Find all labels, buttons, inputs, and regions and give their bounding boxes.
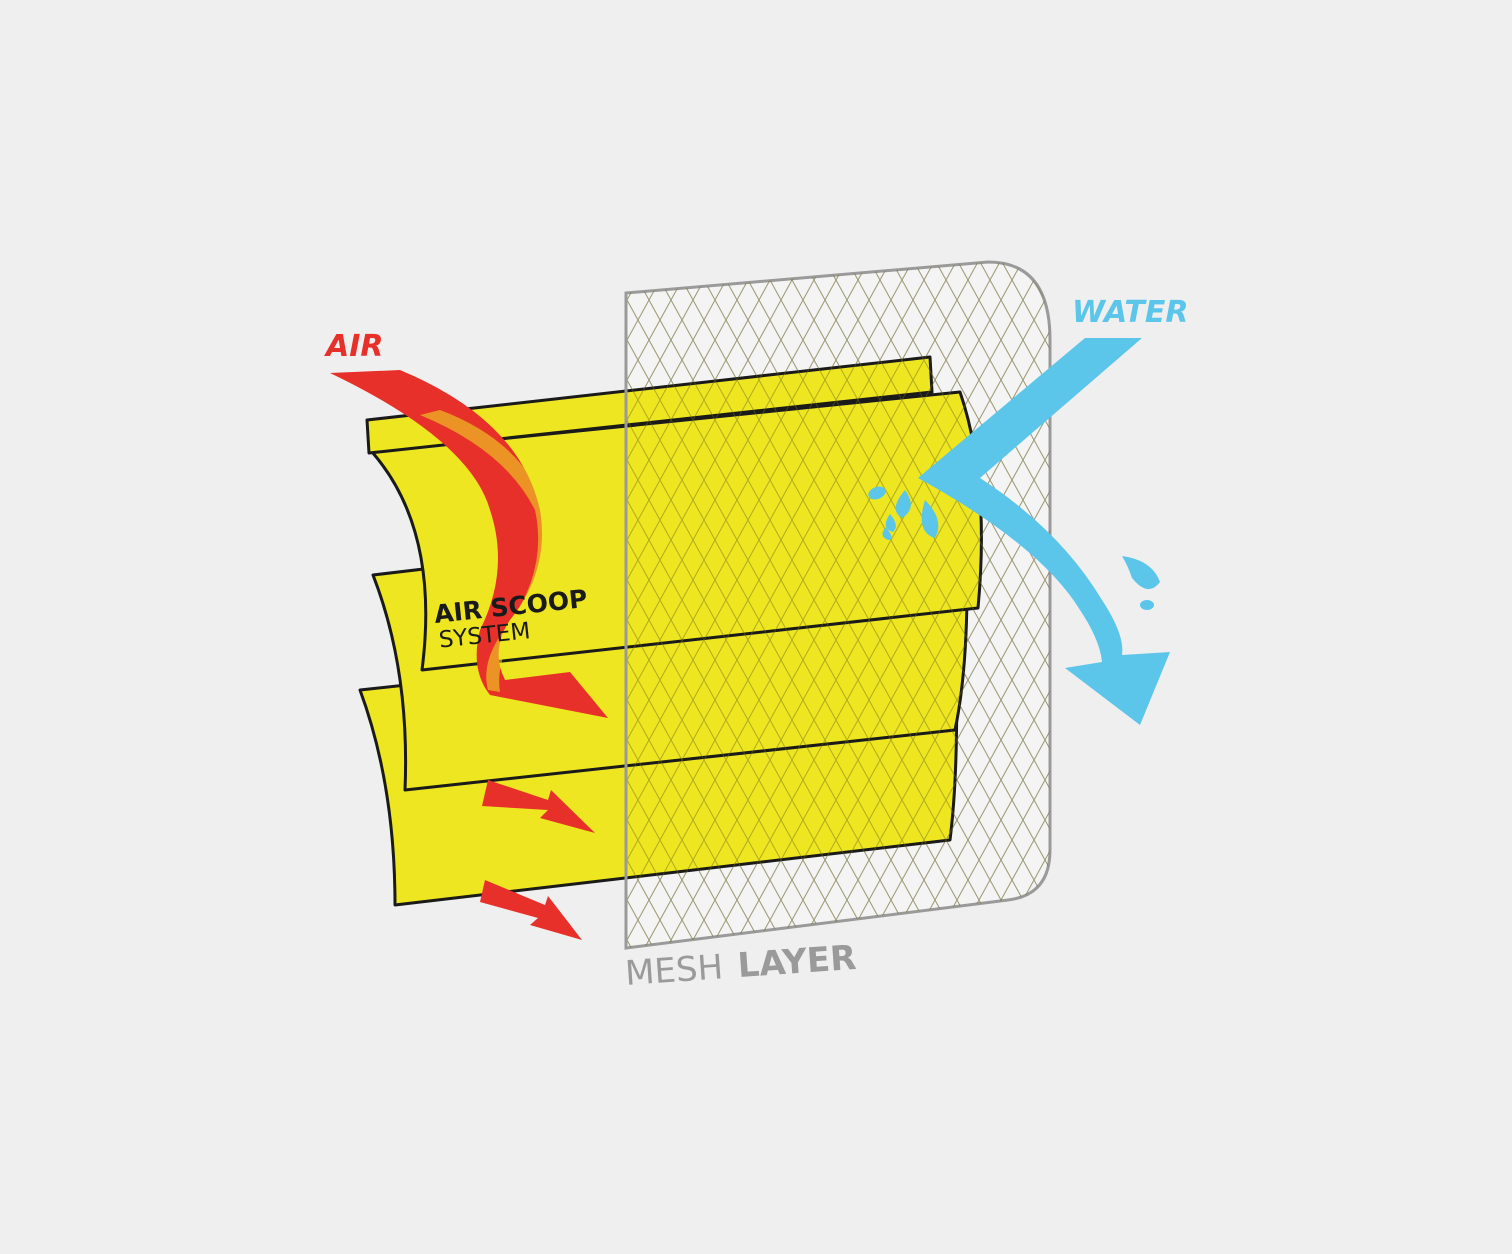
air-arrow-lower [480, 880, 582, 940]
svg-text:MESH LAYER: MESH LAYER [624, 938, 858, 994]
air-arrow-main [330, 370, 608, 718]
air-label: AIR [324, 329, 383, 364]
air-arrow-middle [482, 780, 595, 833]
mesh-overlay [626, 262, 1050, 948]
mesh-label: MESH LAYER [624, 938, 858, 994]
water-label: WATER [1072, 295, 1188, 330]
water-splash-right [1122, 556, 1160, 610]
mesh-label-light: MESH [624, 947, 725, 994]
water-splash-left [868, 486, 939, 540]
water-arrow [918, 338, 1170, 725]
mesh-label-bold: LAYER [736, 938, 857, 986]
